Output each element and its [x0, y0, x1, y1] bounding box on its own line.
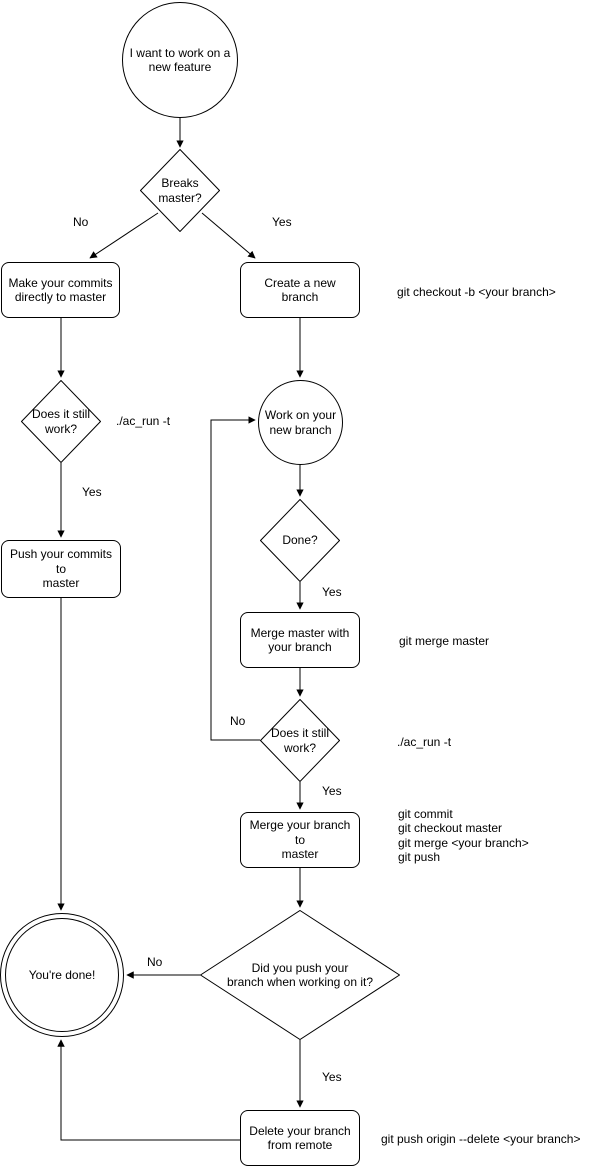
step-create-branch: Create a new branch	[240, 262, 360, 318]
step-merge-master: Merge master with your branch	[240, 612, 360, 668]
annotation-ac-run-2: ./ac_run -t	[397, 735, 452, 749]
edge-breaks-no	[89, 212, 159, 259]
diamond-shape	[200, 910, 400, 1040]
edge-label-still1-yes: Yes	[82, 485, 102, 499]
step-push-commits-label: Push your commits to master	[9, 547, 113, 591]
decision-breaks-master: Breaks master?	[140, 149, 220, 232]
edge-label-still2-no: No	[230, 714, 246, 728]
decision-still-work-1-label: Does it still work?	[31, 407, 90, 436]
decision-still-work-2: Does it still work?	[260, 699, 340, 782]
step-make-commits: Make your commits directly to master	[1, 262, 120, 318]
edge-label-doneq-yes: Yes	[322, 585, 342, 599]
annotation-ac-run-1: ./ac_run -t	[116, 414, 171, 428]
step-work-on-branch-label: Work on your new branch	[264, 408, 337, 437]
start-node-label: I want to work on a new feature	[129, 45, 231, 74]
edge-label-didpush-yes: Yes	[322, 1070, 342, 1084]
diamond-shape	[21, 380, 101, 463]
edge-delete-to-done-loop	[57, 1039, 240, 1141]
edge-label-breaks-yes: Yes	[272, 215, 292, 229]
decision-still-work-1: Does it still work?	[21, 380, 101, 463]
step-push-commits: Push your commits to master	[1, 540, 121, 598]
annotation-git-checkout: git checkout -b <your branch>	[397, 285, 556, 299]
decision-still-work-2-label: Does it still work?	[270, 726, 329, 755]
step-create-branch-label: Create a new branch	[264, 275, 336, 304]
step-delete-remote: Delete your branch from remote	[240, 1110, 360, 1166]
diamond-shape	[260, 699, 340, 782]
annotation-git-merge-master: git merge master	[399, 634, 490, 648]
decision-breaks-master-label: Breaks master?	[158, 176, 202, 205]
edge-label-still2-yes: Yes	[322, 784, 342, 798]
end-node-done: You're done!	[0, 913, 124, 1037]
annotation-git-push-delete: git push origin --delete <your branch>	[381, 1132, 581, 1146]
edge-still2-no-loop	[210, 416, 260, 741]
decision-did-push: Did you push your branch when working on…	[200, 910, 400, 1040]
end-node-inner-ring: You're done!	[5, 918, 119, 1032]
step-merge-branch: Merge your branch to master	[240, 812, 360, 868]
annotation-merge-branch-commands: git commit git checkout master git merge…	[398, 807, 529, 865]
end-node-done-label: You're done!	[28, 967, 96, 982]
step-make-commits-label: Make your commits directly to master	[8, 275, 113, 304]
decision-did-push-label: Did you push your branch when working on…	[226, 960, 374, 989]
decision-done: Done?	[260, 499, 340, 582]
step-delete-remote-label: Delete your branch from remote	[249, 1123, 351, 1152]
step-merge-branch-label: Merge your branch to master	[249, 818, 351, 862]
start-node: I want to work on a new feature	[122, 2, 238, 118]
edge-label-didpush-no: No	[147, 955, 163, 969]
step-merge-master-label: Merge master with your branch	[250, 625, 350, 654]
diamond-shape	[260, 499, 340, 582]
edge-label-breaks-no: No	[73, 215, 89, 229]
step-work-on-branch: Work on your new branch	[258, 380, 343, 465]
diamond-shape	[140, 149, 220, 232]
edge-breaks-yes	[201, 212, 256, 259]
decision-done-label: Done?	[282, 533, 318, 548]
